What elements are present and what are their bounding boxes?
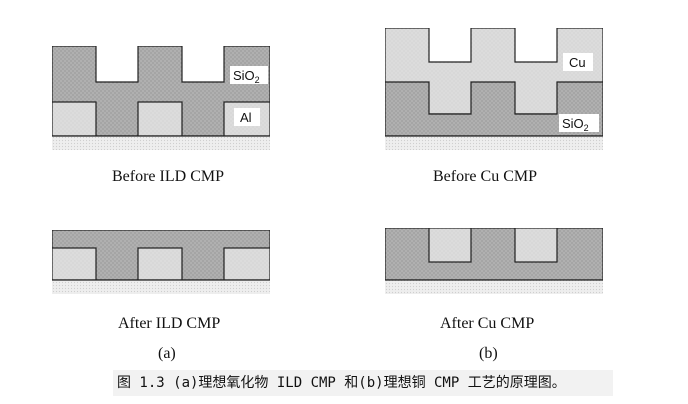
al-line: [137, 101, 183, 137]
substrate: [385, 280, 603, 294]
before-ild-diagram: SiO2 Al: [52, 46, 270, 152]
before-cu-diagram: Cu SiO2: [385, 28, 603, 152]
after-cu-diagram: [385, 228, 603, 296]
oxide-layer: [385, 228, 603, 281]
after-cu-caption: After Cu CMP: [440, 315, 535, 332]
cu-label: Cu: [569, 55, 586, 70]
cu-line: [428, 228, 472, 263]
sio2-label: SiO2: [562, 116, 589, 133]
after-ild-diagram: [52, 230, 270, 296]
substrate: [52, 280, 270, 294]
substrate: [385, 136, 603, 150]
al-label: Al: [240, 110, 252, 125]
oxide-layer: [385, 81, 603, 137]
after-ild-caption: After ILD CMP: [118, 315, 221, 332]
al-line: [137, 247, 183, 281]
al-line: [52, 247, 97, 281]
part-b-label: (b): [479, 345, 498, 362]
substrate: [52, 136, 270, 150]
al-line: [223, 247, 270, 281]
before-ild-caption: Before ILD CMP: [112, 168, 224, 185]
sio2-label: SiO2: [233, 68, 260, 85]
oxide-layer: [52, 46, 270, 137]
part-a-label: (a): [158, 345, 176, 362]
copper-layer: [385, 28, 603, 115]
cu-line: [514, 228, 558, 263]
before-cu-caption: Before Cu CMP: [433, 168, 537, 185]
figure-caption: 图 1.3 (a)理想氧化物 ILD CMP 和(b)理想铜 CMP 工艺的原理…: [113, 370, 613, 396]
al-line: [52, 101, 97, 137]
